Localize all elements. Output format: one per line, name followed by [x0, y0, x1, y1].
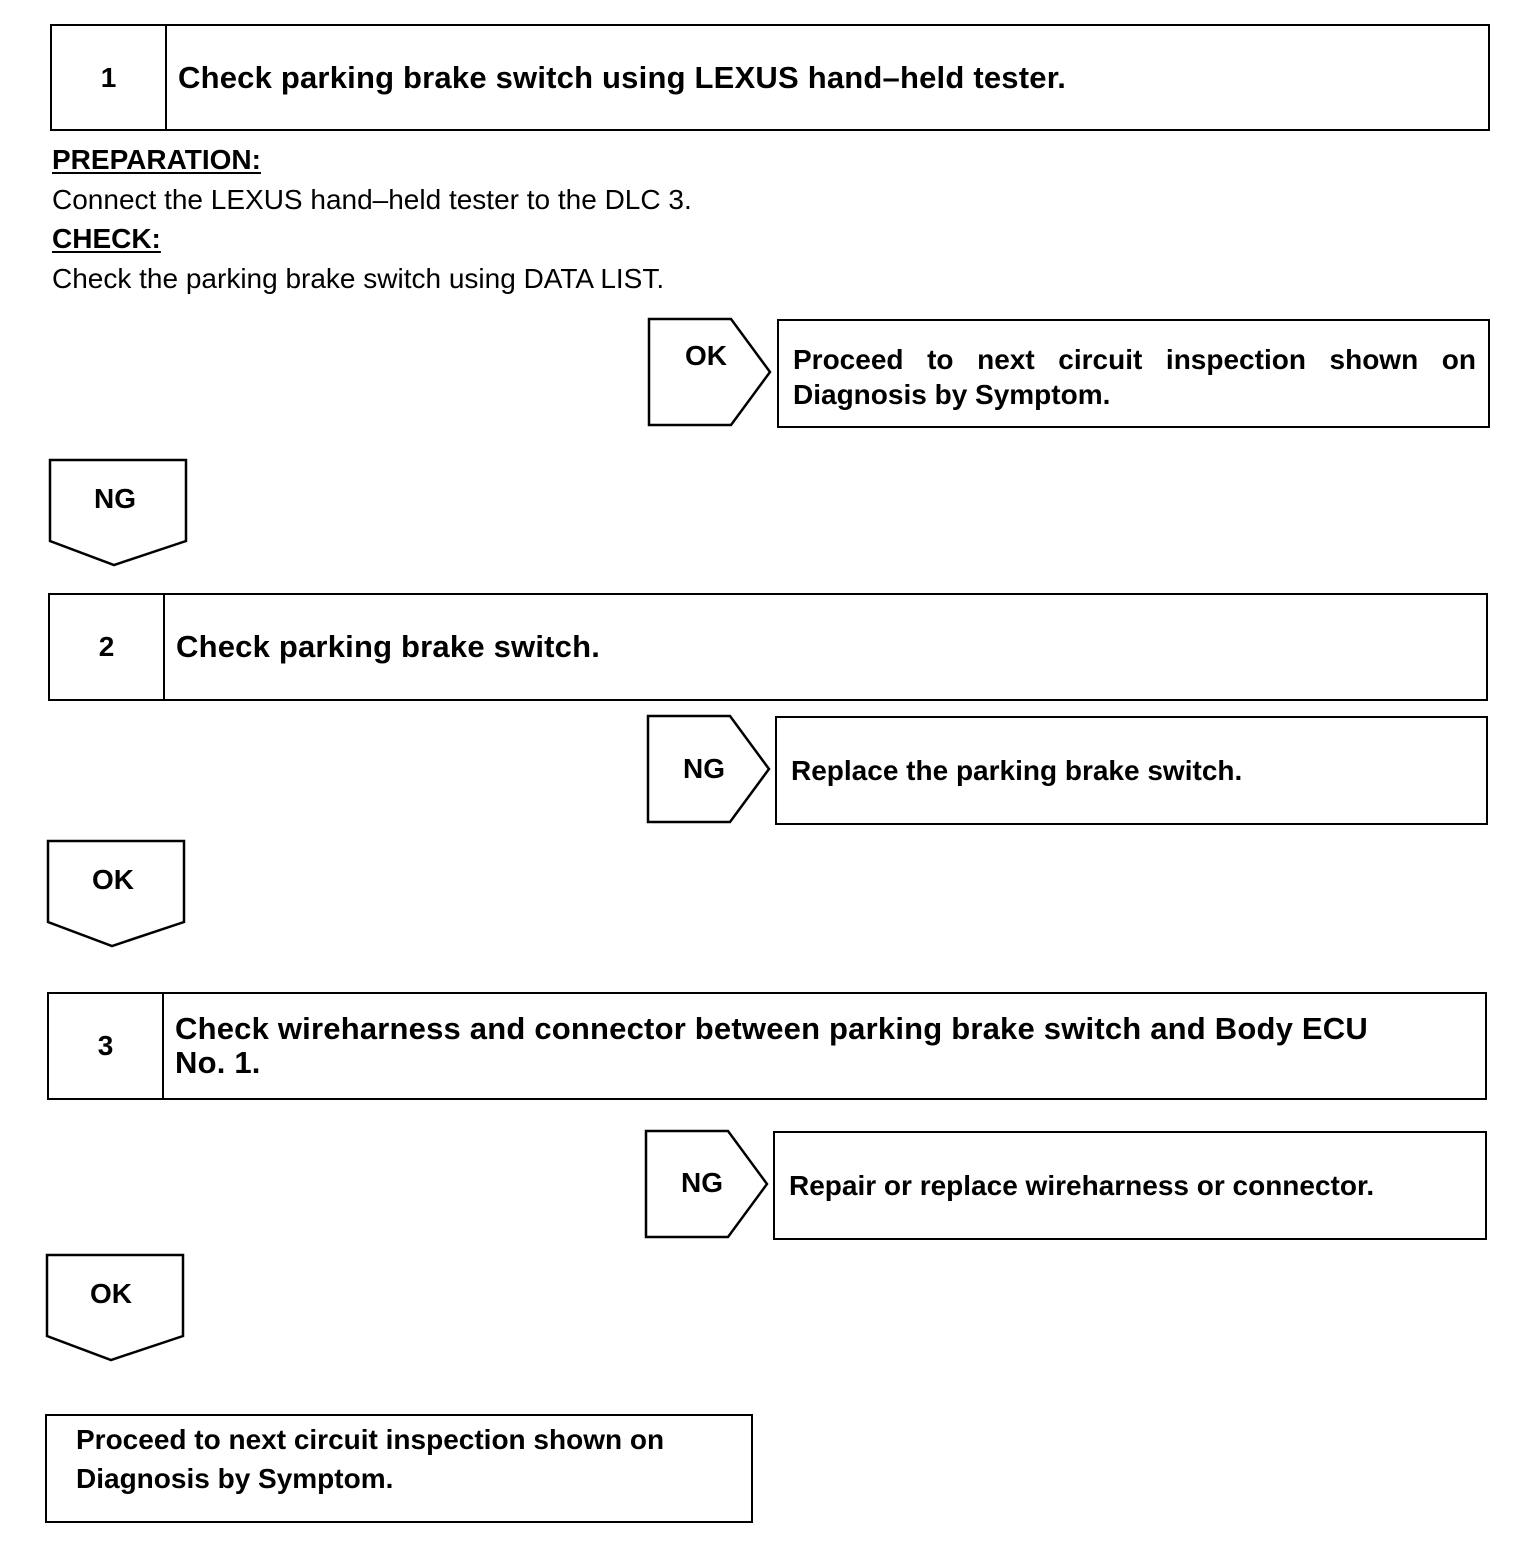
- check-heading: CHECK:: [52, 223, 161, 254]
- step-3-title-line2: No. 1.: [175, 1045, 261, 1080]
- step-2-down-arrow-label: OK: [92, 864, 134, 895]
- step-3-down-arrow: [45, 1253, 185, 1362]
- step-1-side-result-line1: Proceed to next circuit inspection shown…: [793, 344, 1476, 375]
- step-3-side-result-text: Repair or replace wireharness or connect…: [789, 1170, 1375, 1201]
- step-2-side-arrow-label: NG: [683, 753, 725, 784]
- step-2-box: 2 Check parking brake switch.: [48, 593, 1488, 701]
- step-2-side-result: Replace the parking brake switch.: [775, 716, 1488, 825]
- step-1-number: 1: [52, 26, 167, 129]
- step-3-side-arrow-label: NG: [681, 1167, 723, 1198]
- final-result-box: Proceed to next circuit inspection shown…: [45, 1414, 753, 1523]
- step-2-side-arrow: [646, 714, 771, 824]
- check-text: Check the parking brake switch using DAT…: [52, 263, 665, 294]
- step-2-side-result-text: Replace the parking brake switch.: [791, 755, 1243, 786]
- step-3-side-arrow: [644, 1129, 769, 1239]
- final-result-line1: Proceed to next circuit inspection shown…: [76, 1424, 665, 1455]
- step-3-box: 3 Check wireharness and connector betwee…: [47, 992, 1487, 1100]
- step-1-side-arrow-label: OK: [685, 340, 727, 371]
- step-2-number: 2: [50, 595, 165, 699]
- step-3-side-result: Repair or replace wireharness or connect…: [773, 1131, 1487, 1240]
- step-3-title-line1: Check wireharness and connector between …: [175, 1011, 1368, 1046]
- preparation-text: Connect the LEXUS hand–held tester to th…: [52, 184, 692, 215]
- step-1-box: 1 Check parking brake switch using LEXUS…: [50, 24, 1490, 131]
- step-3-down-arrow-label: OK: [90, 1278, 132, 1309]
- step-1-title: Check parking brake switch using LEXUS h…: [178, 59, 1067, 95]
- preparation-heading: PREPARATION:: [52, 144, 261, 175]
- step-2-down-arrow: [46, 839, 186, 948]
- step-3-title: Check wireharness and connector between …: [175, 994, 1469, 1098]
- step-1-side-result-line2: Diagnosis by Symptom.: [793, 379, 1111, 410]
- step-2-title: Check parking brake switch.: [176, 629, 601, 664]
- step-1-side-arrow: [647, 317, 772, 427]
- step-1-side-result: Proceed to next circuit inspection shown…: [777, 319, 1490, 428]
- final-result-line2: Diagnosis by Symptom.: [76, 1463, 394, 1494]
- step-1-down-arrow-label: NG: [94, 483, 136, 514]
- step-1-down-arrow: [48, 458, 188, 567]
- step-3-number: 3: [49, 994, 164, 1098]
